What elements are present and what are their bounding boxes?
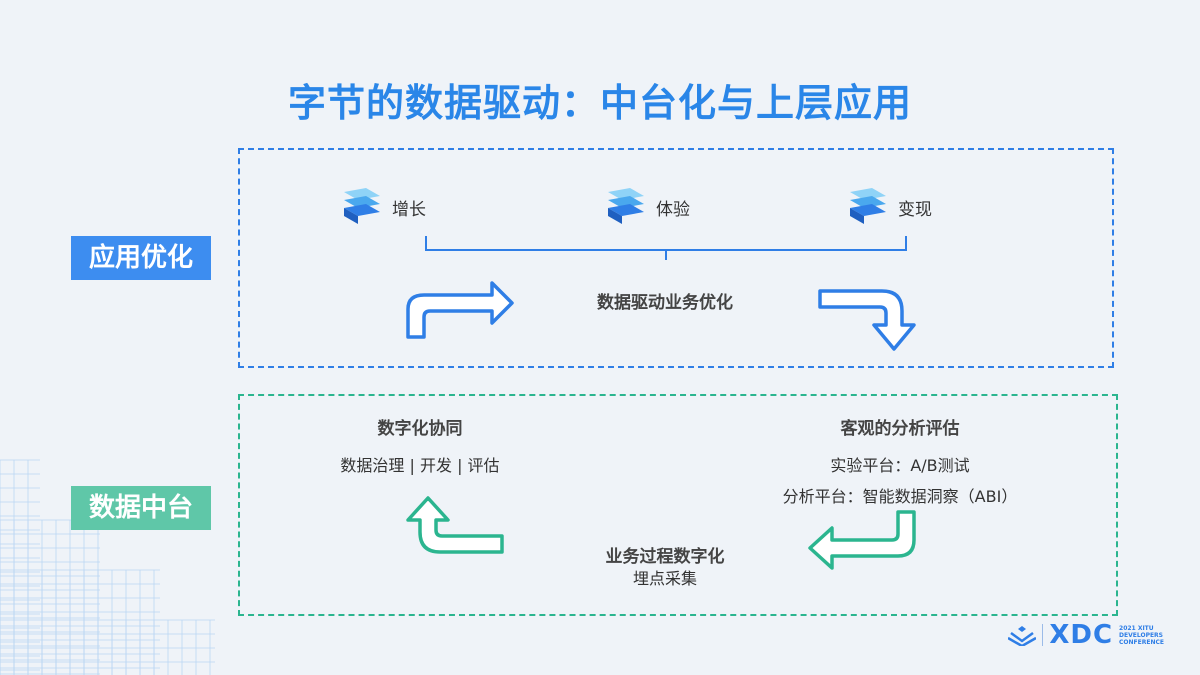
decorative-grid [0,459,215,675]
logo-divider [1042,624,1044,646]
page-title: 字节的数据驱动：中台化与上层应用 [287,81,912,125]
application-layer-box [238,148,1114,368]
objective-analysis-heading: 客观的分析评估 [840,419,960,439]
logo-sub-line: CONFERENCE [1119,638,1164,646]
logo-sub-line: 2021 XITU [1119,624,1154,632]
layered-blocks-icon [344,188,380,224]
analysis-platform-text: 分析平台：智能数据洞察（ABI） [782,487,1018,506]
juejin-logo-icon [1008,626,1037,646]
data-platform-layer-label: 数据中台 [71,486,211,530]
logo-subtext: 2021 XITU DEVELOPERS CONFERENCE [1119,625,1164,646]
experiment-platform-text: 实验平台：A/B测试 [830,456,970,475]
digital-collaboration-heading: 数字化协同 [377,419,463,439]
xdc-logo: XDC 2021 XITU DEVELOPERS CONFERENCE [1008,620,1164,650]
business-digitization-heading: 业务过程数字化 [605,547,725,567]
data-platform-layer-box [238,394,1118,616]
logo-text: XDC [1049,620,1114,650]
app-item-growth: 增长 [340,186,426,228]
app-item-monetization: 变现 [846,186,932,228]
app-item-label: 体验 [656,199,690,220]
arrow-left-up-icon [406,496,504,554]
layered-blocks-icon [850,188,886,224]
arrow-down-left-icon [808,510,916,570]
digital-collaboration-text: 数据治理 | 开发 | 评估 [340,456,500,475]
application-layer-label: 应用优化 [71,236,211,280]
data-driven-optimization-text: 数据驱动业务优化 [597,293,733,313]
app-item-label: 增长 [392,199,426,220]
app-item-label: 变现 [898,199,932,220]
items-bracket-connector [425,236,907,260]
layered-blocks-icon [608,188,644,224]
arrow-right-down-icon [818,289,916,351]
tracking-collection-text: 埋点采集 [632,569,697,588]
arrow-up-right-icon [406,281,514,339]
app-item-experience: 体验 [604,186,690,228]
logo-sub-line: DEVELOPERS [1119,631,1163,639]
